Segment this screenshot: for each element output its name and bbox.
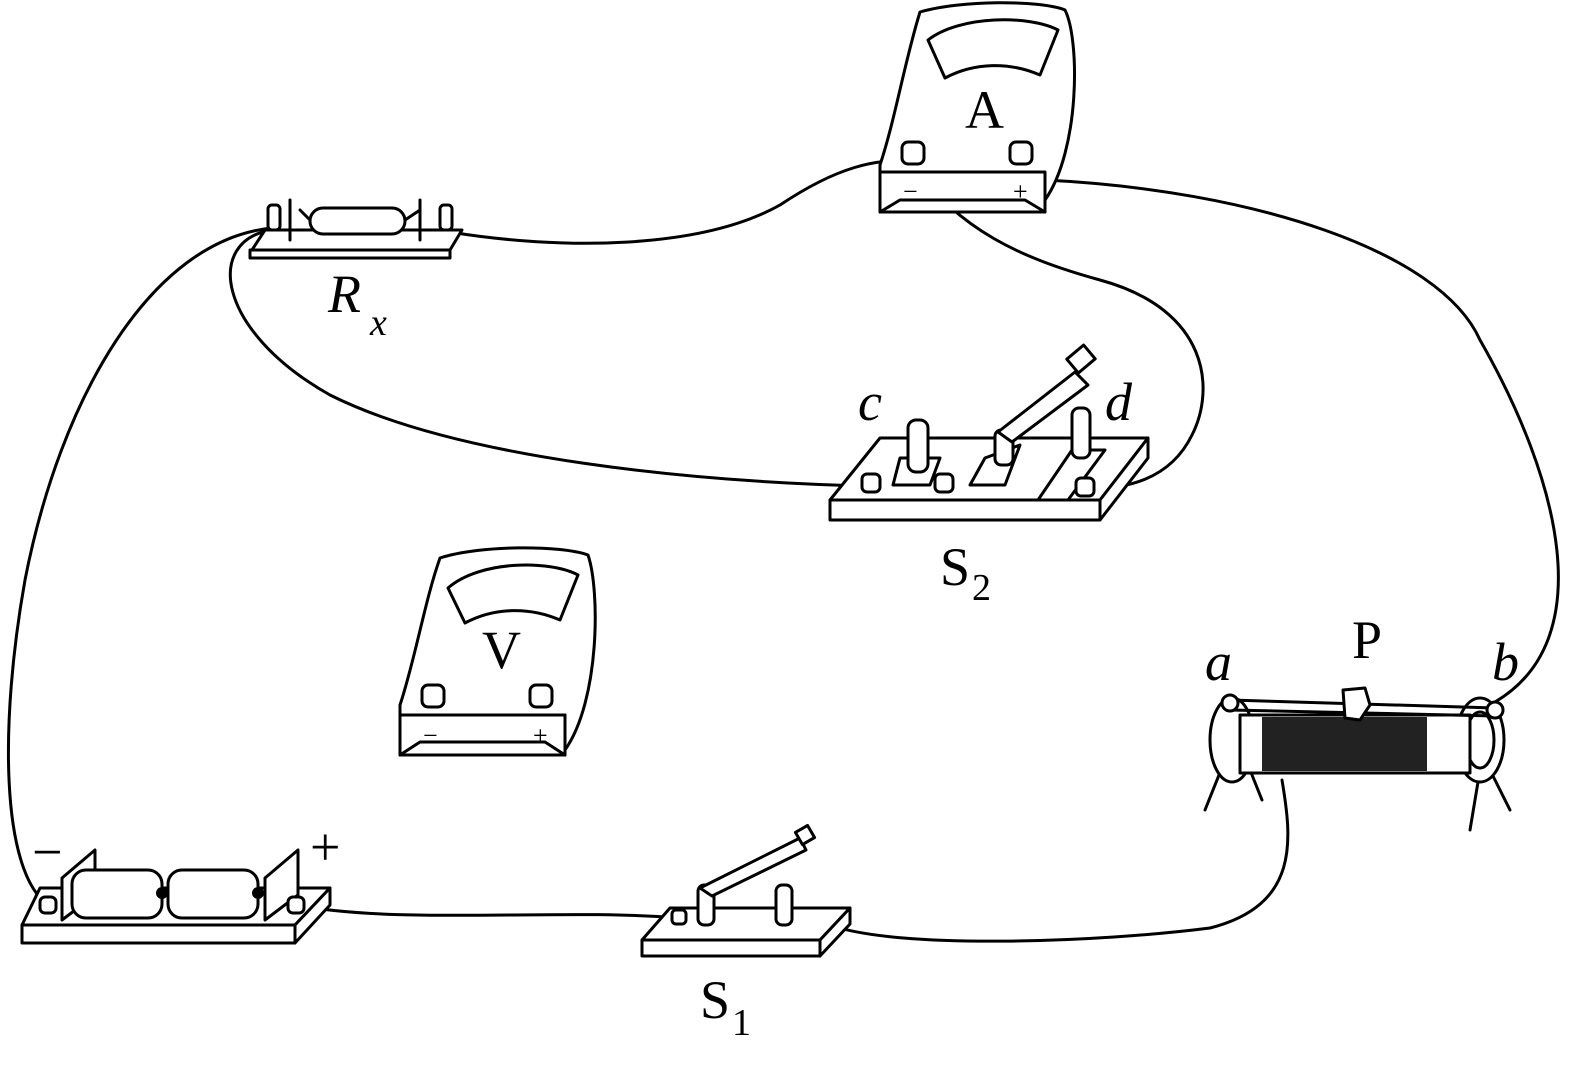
switch-s2: c d S 2 — [828, 343, 1150, 609]
rheostat-terminal-a: a — [1205, 632, 1232, 692]
battery-plus-sign: + — [310, 817, 340, 877]
voltmeter: V − + — [398, 546, 597, 757]
switch-s1: S 1 — [640, 823, 852, 1044]
wire-ammeter-minus-to-s2-d — [910, 163, 1205, 490]
ammeter-label: A — [965, 80, 1004, 140]
s1-subscript: 1 — [732, 1002, 751, 1044]
voltmeter-minus-sign: − — [423, 721, 438, 750]
rheostat-coil — [1262, 717, 1427, 771]
resistor-rx: R x — [248, 198, 464, 344]
rheostat-slider-label: P — [1352, 610, 1382, 670]
wire-battery-to-s1 — [294, 903, 680, 920]
wire-ammeter-plus-to-rheostat-b — [1043, 178, 1560, 704]
voltmeter-plus-sign: + — [533, 721, 548, 750]
s1-lever[interactable] — [698, 836, 808, 898]
s2-subscript: 2 — [972, 567, 991, 609]
s1-label: S — [700, 970, 730, 1030]
ammeter-plus-sign: + — [1013, 177, 1028, 206]
ammeter: A − + — [878, 1, 1077, 214]
wire-rx-to-s2-c — [228, 228, 870, 488]
rheostat-slider[interactable] — [1341, 686, 1372, 722]
s2-terminal-d: d — [1105, 372, 1133, 432]
wires — [6, 158, 1560, 943]
rheostat-terminal-b: b — [1492, 632, 1519, 692]
battery-minus-sign: − — [32, 822, 62, 882]
s2-terminal-c: c — [858, 372, 882, 432]
wire-rx-to-ammeter-minus — [448, 158, 914, 245]
resistor-subscript: x — [369, 302, 387, 344]
ammeter-minus-sign: − — [903, 177, 918, 206]
s2-label: S — [940, 537, 970, 597]
wire-s1-to-rheostat — [828, 778, 1290, 943]
wire-battery-to-rx — [6, 226, 274, 907]
rheostat: a P b — [1203, 610, 1519, 832]
battery: − + — [20, 817, 340, 945]
resistor-label: R — [327, 264, 361, 324]
voltmeter-label: V — [482, 620, 521, 680]
